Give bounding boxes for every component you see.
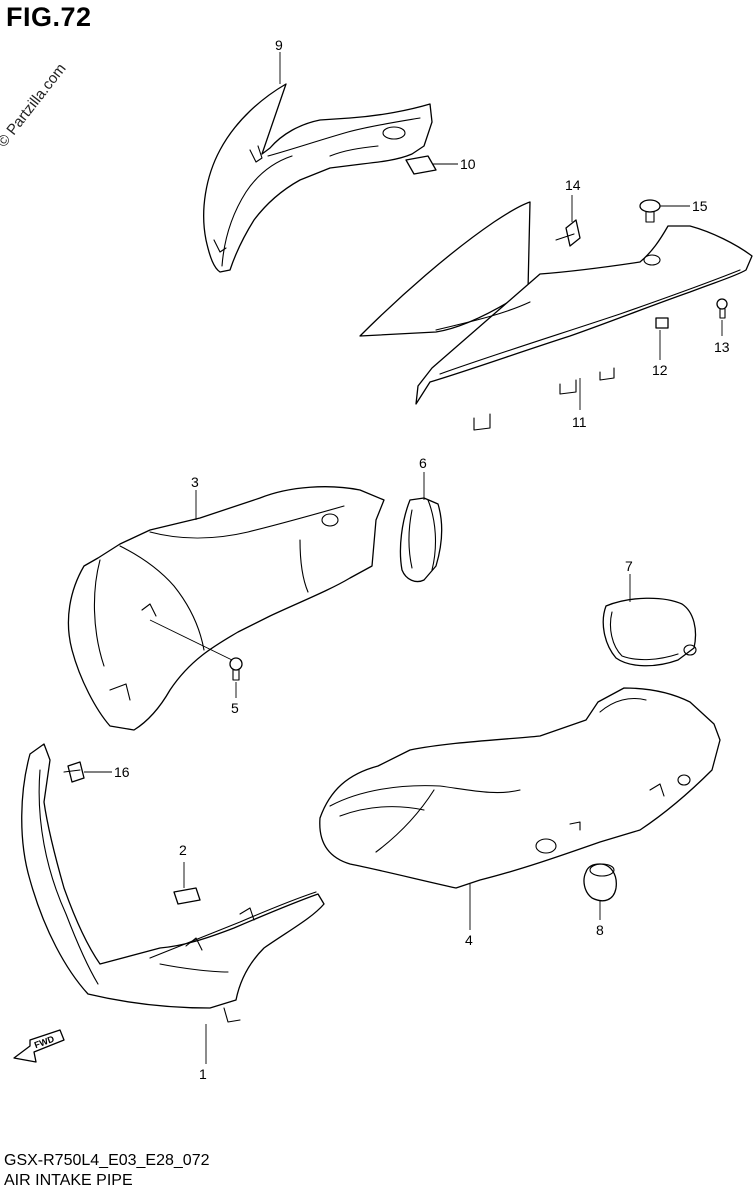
callout-6[interactable]: 6	[419, 455, 427, 471]
part-16-screw[interactable]	[63, 761, 85, 783]
callout-16[interactable]: 16	[114, 764, 130, 780]
callout-7[interactable]: 7	[625, 558, 633, 574]
part-14-screw[interactable]	[555, 219, 581, 247]
callout-4[interactable]: 4	[465, 932, 473, 948]
part-2-label[interactable]	[173, 887, 201, 905]
callout-8[interactable]: 8	[596, 922, 604, 938]
part-4-lower-duct[interactable]	[319, 687, 721, 889]
callout-5[interactable]: 5	[231, 700, 239, 716]
fwd-arrow-icon	[13, 1029, 65, 1063]
callout-12[interactable]: 12	[652, 362, 668, 378]
part-10-pad[interactable]	[405, 155, 437, 175]
callout-3[interactable]: 3	[191, 474, 199, 490]
part-3-air-duct[interactable]	[67, 486, 385, 731]
callout-11[interactable]: 11	[572, 414, 587, 430]
figure-title: FIG.72	[6, 2, 92, 32]
part-7-seal-ring[interactable]	[602, 597, 697, 667]
part-5-bolt[interactable]	[229, 657, 243, 681]
callout-15[interactable]: 15	[692, 198, 708, 214]
part-1-lower-cover[interactable]	[21, 743, 325, 1023]
part-9-upper-duct[interactable]	[203, 83, 433, 273]
callout-2[interactable]: 2	[179, 842, 187, 858]
callout-1[interactable]: 1	[199, 1066, 207, 1082]
callout-10[interactable]: 10	[460, 156, 476, 172]
part-13-bolt[interactable]	[716, 298, 728, 319]
part-15-clip[interactable]	[639, 199, 661, 223]
callout-13[interactable]: 13	[714, 339, 730, 355]
model-code: GSX-R750L4_E03_E28_072	[4, 1152, 210, 1169]
part-6-seal[interactable]	[399, 497, 443, 583]
callout-14[interactable]: 14	[565, 177, 581, 193]
callout-9[interactable]: 9	[275, 37, 283, 53]
part-8-grommet[interactable]	[583, 863, 617, 902]
part-11-side-cover[interactable]	[359, 201, 753, 431]
part-12-clip[interactable]	[655, 317, 669, 329]
section-name: AIR INTAKE PIPE	[4, 1172, 133, 1189]
